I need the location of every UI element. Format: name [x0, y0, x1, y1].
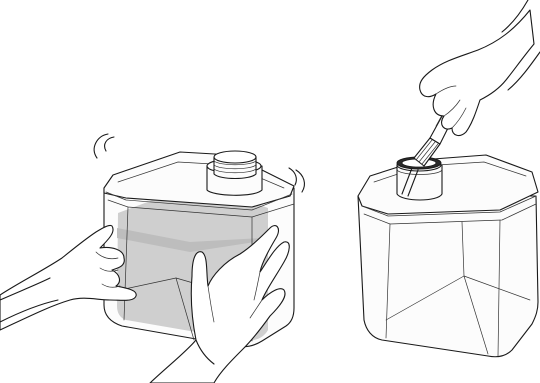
water-tank-right	[358, 155, 538, 357]
brush-hand-icon	[420, 0, 540, 135]
panel-brush	[358, 0, 540, 357]
panel-shake	[0, 134, 304, 383]
